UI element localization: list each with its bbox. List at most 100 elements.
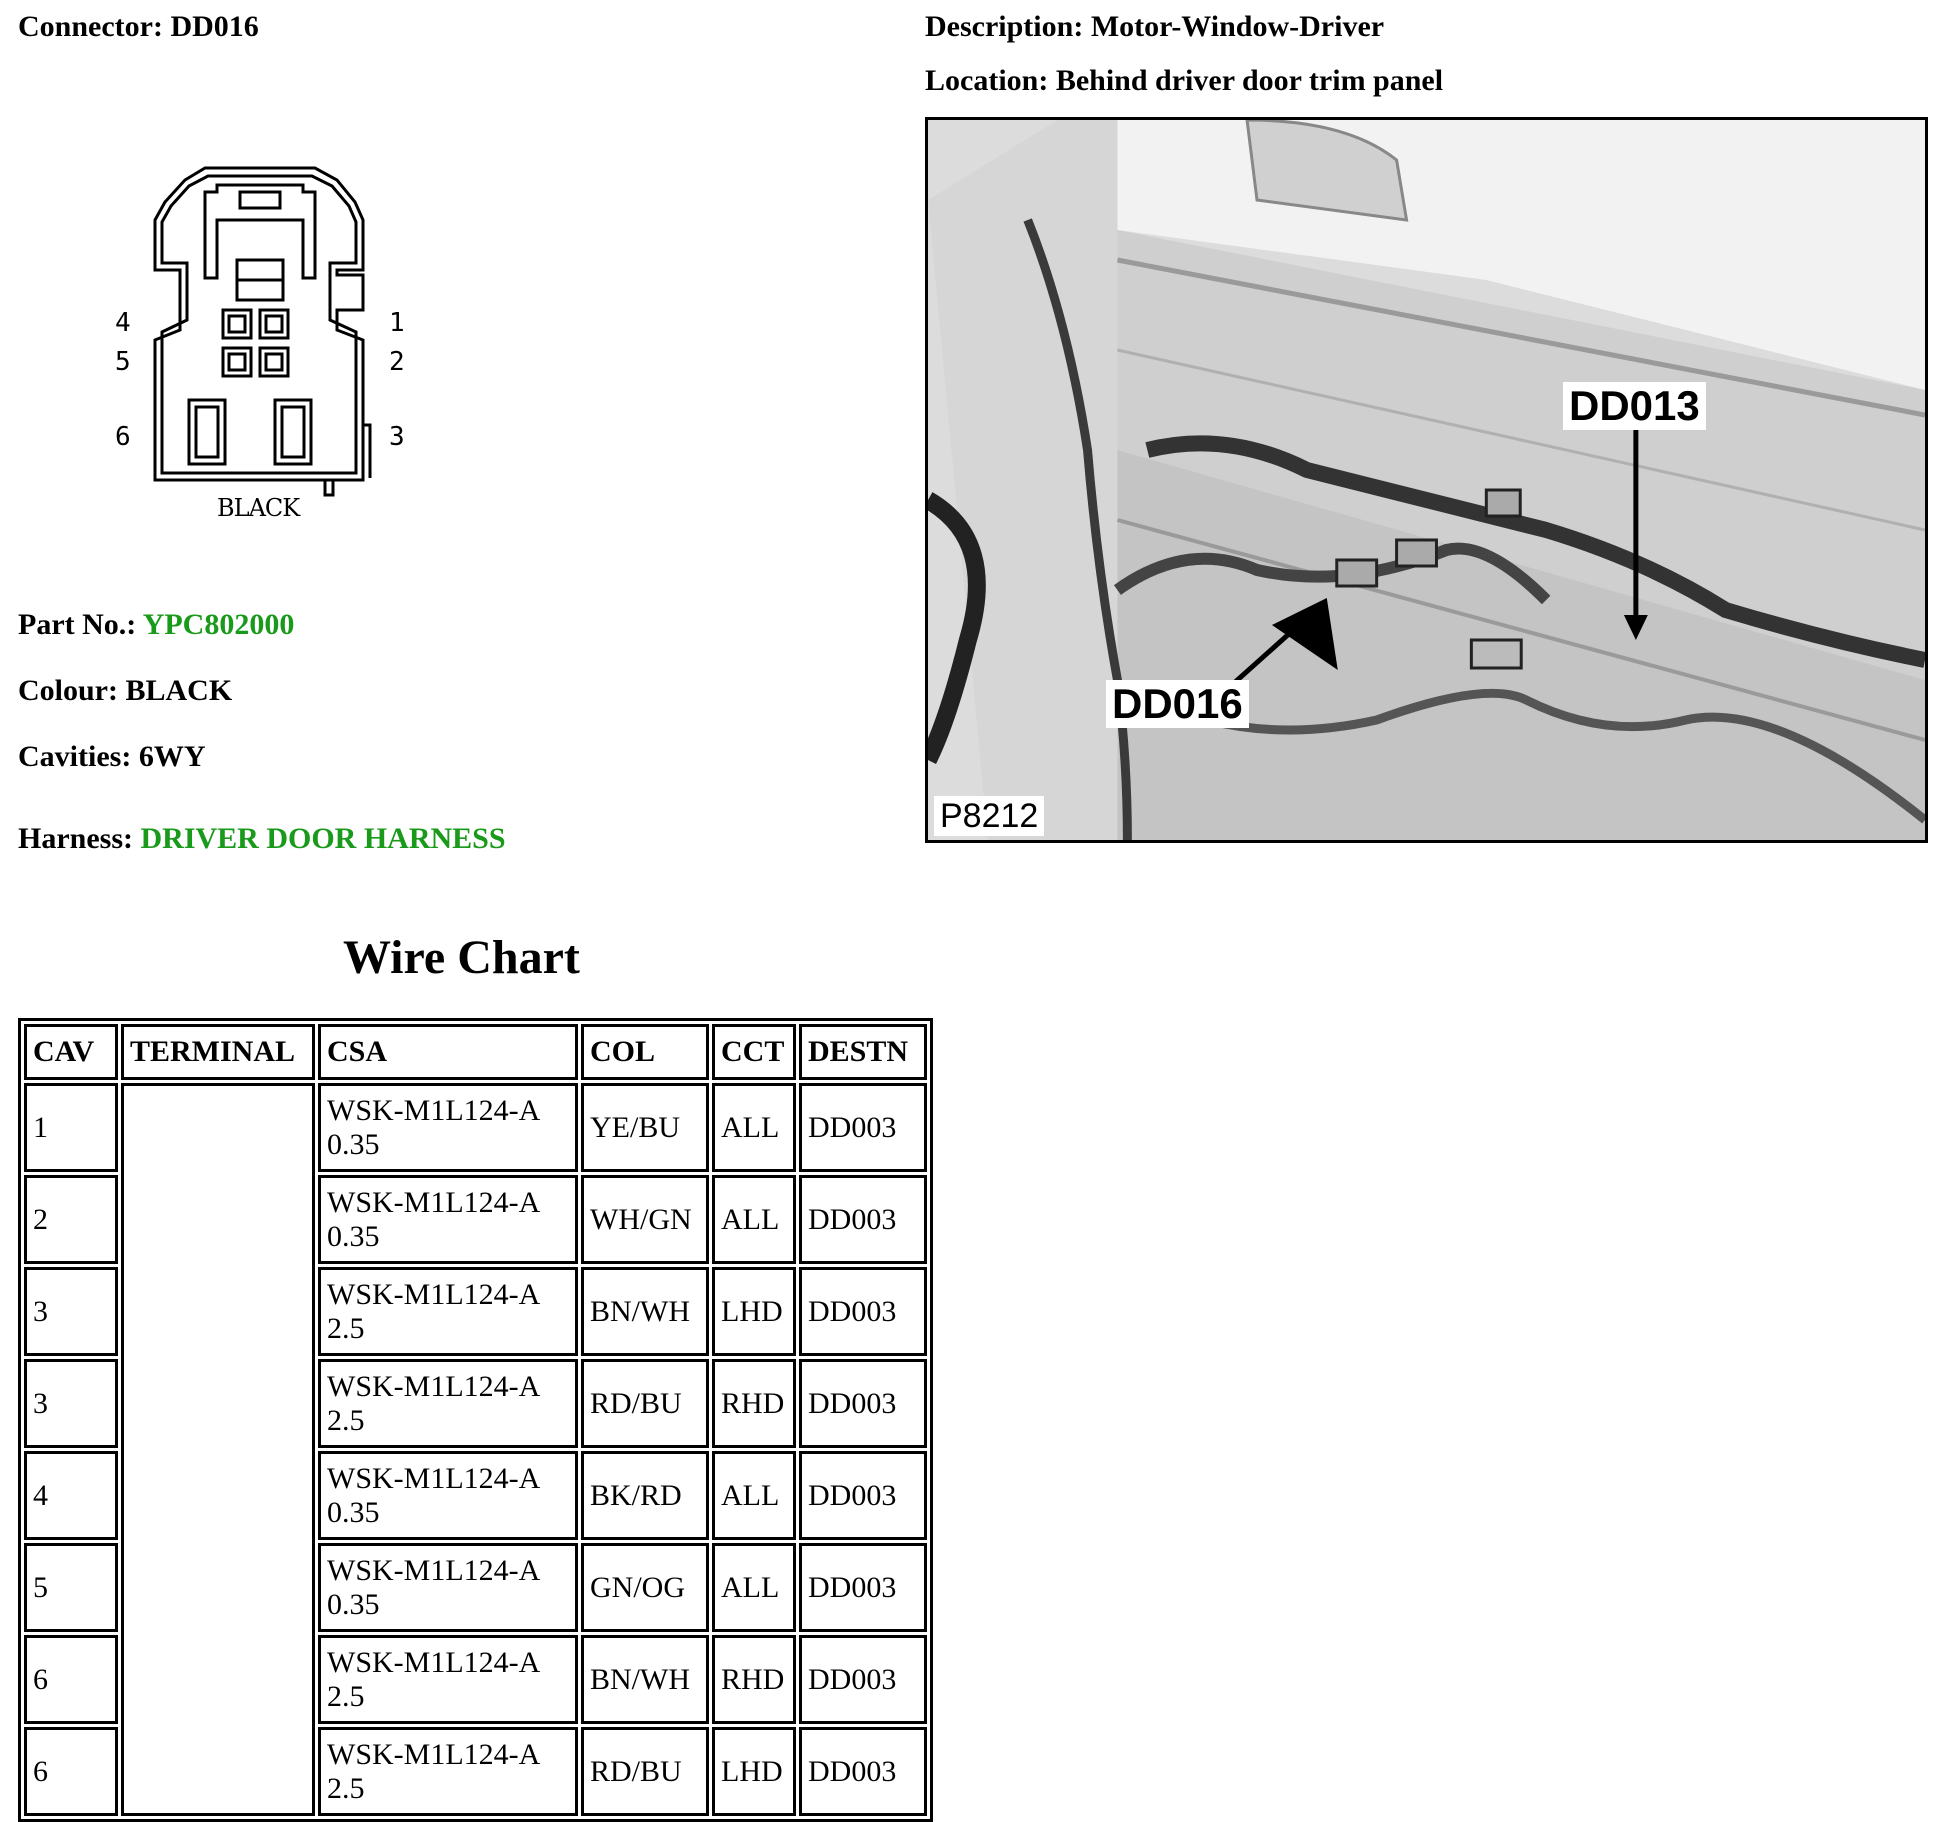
connector-field: Connector: DD016 [18,10,259,44]
cell-col: BK/RD [581,1451,709,1540]
csa-spec: WSK-M1L124-A [327,1277,541,1311]
csa-spec: WSK-M1L124-A [327,1553,541,1587]
cell-destn: DD003 [799,1083,927,1172]
cell-destn: DD003 [799,1451,927,1540]
cell-cct: ALL [712,1083,796,1172]
cell-cct: RHD [712,1359,796,1448]
colour-field: Colour: BLACK [18,674,232,708]
col-header-destn: DESTN [799,1024,927,1080]
location-value: Behind driver door trim panel [1055,64,1444,97]
location-label: Location: [925,64,1049,97]
pin-label-1: 1 [389,308,405,338]
part-no-label: Part No.: [18,608,137,641]
cell-destn: DD003 [799,1359,927,1448]
csa-spec: WSK-M1L124-A [327,1093,541,1127]
cell-cct: ALL [712,1543,796,1632]
csa-size: 0.35 [327,1587,380,1621]
cell-destn: DD003 [799,1635,927,1724]
cell-col: WH/GN [581,1175,709,1264]
colour-label: Colour: [18,674,118,707]
csa-spec: WSK-M1L124-A [327,1369,541,1403]
colour-value: BLACK [125,674,233,707]
location-photo: DD013 DD016 P8212 [925,117,1928,843]
description-value: Motor-Window-Driver [1090,10,1385,43]
csa-spec: WSK-M1L124-A [327,1645,541,1679]
csa-size: 2.5 [327,1311,365,1345]
cell-cct: RHD [712,1635,796,1724]
pin-label-5: 5 [115,347,131,377]
cell-cav: 5 [24,1543,118,1632]
cell-cav: 1 [24,1083,118,1172]
cell-cav: 6 [24,1635,118,1724]
cell-destn: DD003 [799,1543,927,1632]
cell-cav: 4 [24,1451,118,1540]
cell-col: GN/OG [581,1543,709,1632]
pin-label-4: 4 [115,308,131,338]
cavities-value: 6WY [138,740,206,773]
cell-col: YE/BU [581,1083,709,1172]
col-header-csa: CSA [318,1024,578,1080]
description-label: Description: [925,10,1084,43]
cell-cct: ALL [712,1451,796,1540]
part-no-value: YPC802000 [142,608,295,641]
cell-cav: 3 [24,1359,118,1448]
connector-value: DD016 [170,10,259,43]
cell-destn: DD003 [799,1175,927,1264]
cavities-field: Cavities: 6WY [18,740,205,774]
csa-size: 0.35 [327,1127,380,1161]
cell-terminal [121,1083,315,1816]
pin-label-6: 6 [115,422,131,452]
cell-col: BN/WH [581,1267,709,1356]
wire-chart-title: Wire Chart [343,931,580,984]
diagram-colour-text: BLACK [217,494,300,522]
cell-col: RD/BU [581,1359,709,1448]
cell-cct: LHD [712,1267,796,1356]
harness-value: DRIVER DOOR HARNESS [140,822,506,855]
cell-cct: ALL [712,1175,796,1264]
callout-dd016: DD016 [1106,680,1249,728]
cell-cav: 2 [24,1175,118,1264]
cell-col: RD/BU [581,1727,709,1816]
table-header-row: CAV TERMINAL CSA COL CCT DESTN [24,1024,927,1080]
csa-size: 2.5 [327,1403,365,1437]
harness-label: Harness: [18,822,133,855]
harness-field: Harness: DRIVER DOOR HARNESS [18,822,506,856]
csa-size: 2.5 [327,1771,365,1805]
col-header-cav: CAV [24,1024,118,1080]
csa-spec: WSK-M1L124-A [327,1737,541,1771]
col-header-cct: CCT [712,1024,796,1080]
description-field: Description: Motor-Window-Driver [925,10,1384,44]
cell-col: BN/WH [581,1635,709,1724]
csa-size: 0.35 [327,1495,380,1529]
pin-label-3: 3 [389,422,405,452]
callout-dd013: DD013 [1563,382,1706,430]
part-no-field: Part No.: YPC802000 [18,608,294,642]
col-header-col: COL [581,1024,709,1080]
csa-size: 0.35 [327,1219,380,1253]
col-header-terminal: TERMINAL [121,1024,315,1080]
cell-cav: 3 [24,1267,118,1356]
csa-size: 2.5 [327,1679,365,1713]
connector-label: Connector: [18,10,163,43]
photo-id: P8212 [934,796,1045,836]
pin-label-2: 2 [389,347,405,377]
csa-spec: WSK-M1L124-A [327,1185,541,1219]
cell-destn: DD003 [799,1267,927,1356]
location-field: Location: Behind driver door trim panel [925,64,1443,98]
